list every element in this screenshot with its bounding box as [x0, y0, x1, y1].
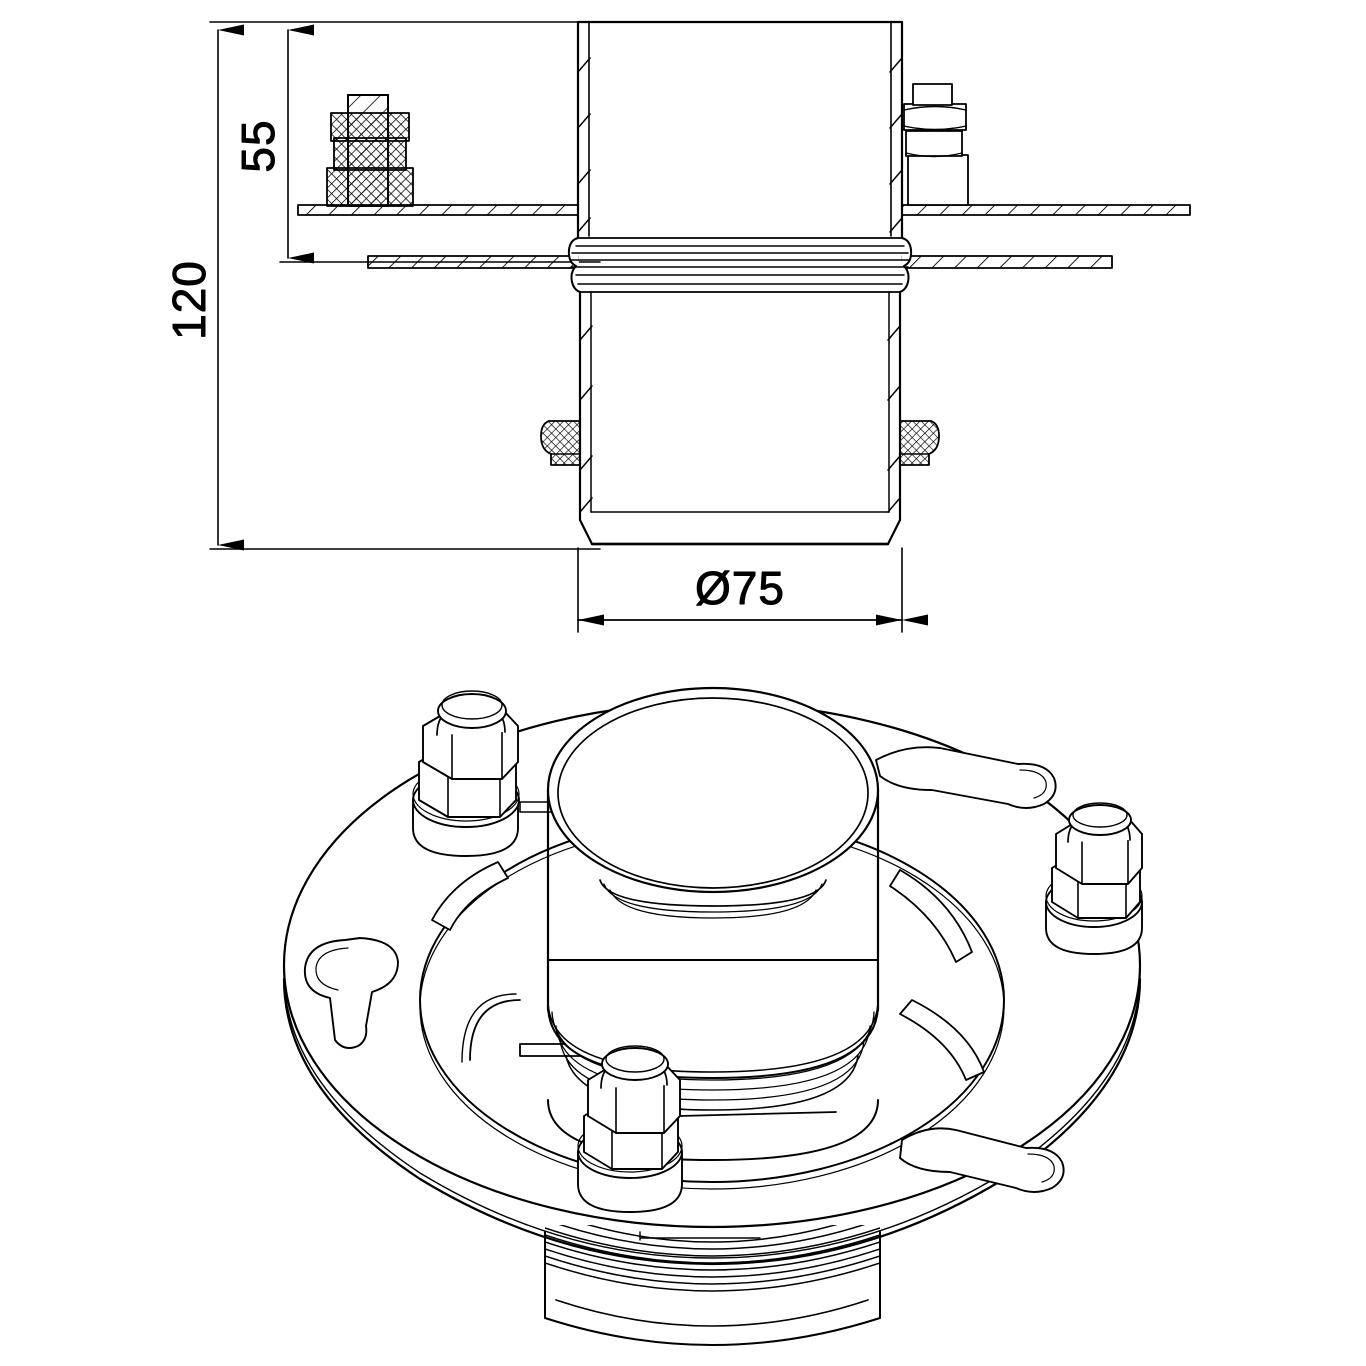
hex-bolt-bottom — [577, 1045, 683, 1213]
lower-body-barrel — [578, 290, 902, 546]
upper-pipe-spigot — [576, 20, 904, 240]
knurled-set-screw-right — [899, 420, 940, 466]
keyhole-slot-left — [304, 937, 399, 1049]
clamping-ring-plate — [297, 204, 1191, 216]
bolt-stack-left — [326, 94, 414, 207]
central-bead-gasket-ring — [567, 237, 913, 293]
knurled-set-screw-left — [540, 420, 581, 466]
dimension-label-outlet-diameter: Ø75 — [695, 562, 785, 614]
open-top-cylinder — [546, 686, 880, 1012]
dimension-label-upper-height: 55 — [232, 119, 284, 172]
section-elevation-view: 120 55 — [163, 20, 1191, 633]
isometric-assembly-view — [282, 686, 1143, 1346]
dimension-label-overall-height: 120 — [163, 260, 215, 340]
hex-bolt-right — [1045, 802, 1143, 955]
dimension-overall-height: 120 — [163, 21, 601, 551]
dimension-outlet-diameter: Ø75 — [577, 547, 928, 633]
dimension-upper-height: 55 — [232, 24, 601, 264]
bolt-stack-right — [903, 83, 969, 206]
keyhole-slot-top-right — [875, 746, 1057, 809]
keyhole-slot-bottom-right — [899, 1127, 1065, 1193]
hex-bolt-top-left — [412, 690, 520, 857]
threaded-spigot-bottom — [544, 1225, 881, 1346]
